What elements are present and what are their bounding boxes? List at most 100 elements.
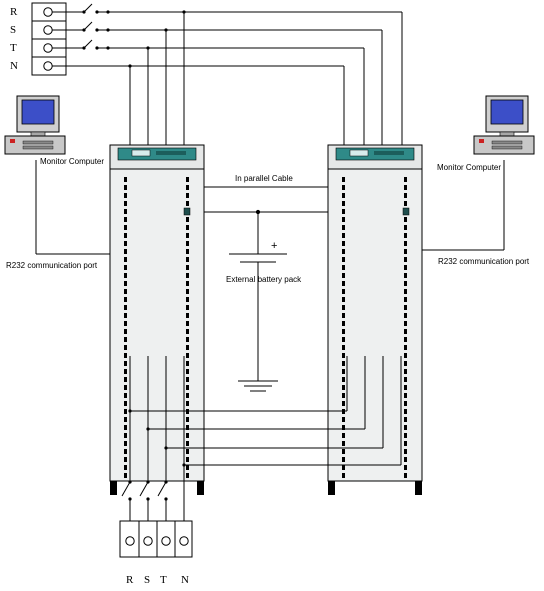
vent-slot	[186, 377, 189, 382]
vent-slot	[342, 281, 345, 286]
input-label-s: S	[10, 24, 16, 36]
vent-slot	[342, 337, 345, 342]
vent-slot	[124, 289, 127, 294]
vent-slot	[342, 465, 345, 470]
vent-slot	[342, 401, 345, 406]
input-terminal-block	[31, 2, 67, 76]
vent-slot	[124, 401, 127, 406]
vent-slot	[342, 217, 345, 222]
vent-slot	[124, 457, 127, 462]
vent-slot	[186, 297, 189, 302]
vent-slot	[124, 193, 127, 198]
vent-slot	[342, 193, 345, 198]
vent-slot	[342, 345, 345, 350]
vent-slot	[186, 241, 189, 246]
vent-slot	[186, 441, 189, 446]
vent-slot	[404, 217, 407, 222]
vent-slot	[124, 265, 127, 270]
vent-slot	[404, 353, 407, 358]
vent-slot	[404, 249, 407, 254]
output-label-s: S	[144, 574, 150, 586]
input-wiring	[66, 3, 403, 145]
rs232-port-left-label: R232 communication port	[6, 261, 98, 270]
vent-slot	[186, 257, 189, 262]
vent-slot	[342, 457, 345, 462]
vent-slot	[404, 321, 407, 326]
parallel-cable-label: In parallel Cable	[235, 174, 293, 183]
vent-slot	[124, 281, 127, 286]
vent-slot	[404, 393, 407, 398]
vent-slot	[186, 233, 189, 238]
vent-slot	[342, 265, 345, 270]
vent-slot	[404, 473, 407, 478]
vent-slot	[124, 201, 127, 206]
vent-slot	[124, 185, 127, 190]
vent-slot	[404, 417, 407, 422]
vent-slot	[124, 337, 127, 342]
vent-slot	[404, 201, 407, 206]
vent-slot	[342, 361, 345, 366]
output-terminal-block	[119, 520, 193, 558]
vent-slot	[404, 369, 407, 374]
vent-slot	[124, 441, 127, 446]
vent-slot	[124, 449, 127, 454]
vent-slot	[186, 361, 189, 366]
vent-slot	[404, 409, 407, 414]
vent-slot	[186, 329, 189, 334]
vent-slot	[404, 177, 407, 182]
communication-wiring	[35, 160, 505, 255]
monitor-computer-left-label: Monitor Computer	[40, 157, 104, 166]
vent-slot	[404, 313, 407, 318]
vent-slot	[124, 433, 127, 438]
vent-slot	[124, 417, 127, 422]
vent-slot	[124, 329, 127, 334]
vent-slot	[124, 209, 127, 214]
vent-slot	[124, 393, 127, 398]
vent-slot	[124, 225, 127, 230]
vent-slot	[342, 417, 345, 422]
vent-slot	[404, 233, 407, 238]
vent-slot	[342, 305, 345, 310]
vent-slot	[186, 417, 189, 422]
vent-slot	[404, 281, 407, 286]
vent-slot	[186, 353, 189, 358]
vent-slot	[342, 273, 345, 278]
vent-slot	[186, 281, 189, 286]
vent-slot	[186, 305, 189, 310]
vent-slot	[186, 465, 189, 470]
vent-slot	[342, 177, 345, 182]
vent-slot	[342, 473, 345, 478]
vent-slot	[342, 201, 345, 206]
vent-slot	[342, 353, 345, 358]
vent-slot	[342, 297, 345, 302]
vent-slot	[342, 433, 345, 438]
vent-slot	[186, 265, 189, 270]
vent-slot	[186, 217, 189, 222]
vent-slot	[186, 313, 189, 318]
vent-slot	[124, 273, 127, 278]
vent-slot	[404, 225, 407, 230]
vent-slot	[404, 433, 407, 438]
vent-slot	[186, 369, 189, 374]
vent-slot	[186, 337, 189, 342]
vent-slot	[404, 385, 407, 390]
input-label-n: N	[10, 60, 18, 72]
vent-slot	[186, 177, 189, 182]
vent-slot	[342, 393, 345, 398]
battery-pack-label: External battery pack	[226, 275, 302, 284]
vent-slot	[404, 257, 407, 262]
ups-cabinet-right	[327, 144, 423, 496]
vent-slot	[186, 449, 189, 454]
vent-slot	[124, 353, 127, 358]
vent-slot	[404, 273, 407, 278]
vent-slot	[124, 297, 127, 302]
vent-slot	[186, 185, 189, 190]
vent-slot	[124, 249, 127, 254]
vent-slot	[404, 425, 407, 430]
monitor-computer-right-icon	[473, 95, 535, 155]
ups-cabinet-left	[109, 144, 205, 496]
vent-slot	[124, 345, 127, 350]
vent-slot	[342, 289, 345, 294]
terminal-n-out	[179, 536, 189, 546]
output-label-r: R	[126, 574, 134, 586]
